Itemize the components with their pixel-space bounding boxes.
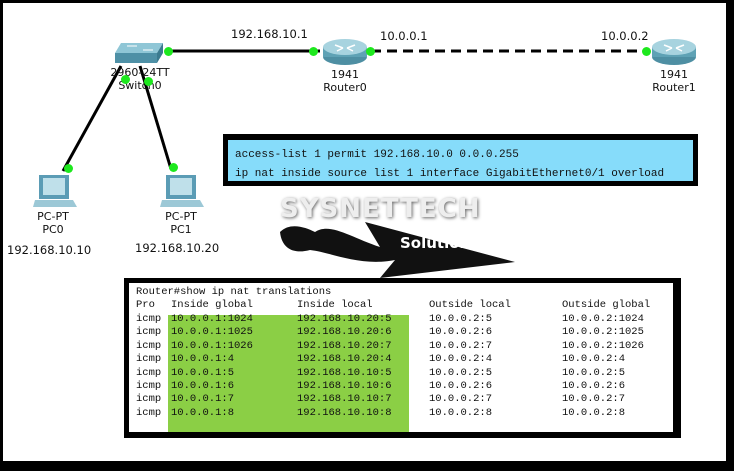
cell-inside-local: 192.168.10.10:5: [297, 366, 392, 379]
link-status-dot: [642, 47, 651, 56]
switch0-model: 2960-24TT: [110, 66, 170, 79]
cell-pro: icmp: [136, 393, 162, 406]
cell-outside-global: 10.0.0.2:6: [562, 380, 626, 392]
config-line-nat: ip nat inside source list 1 interface Gi…: [235, 168, 665, 180]
router-icon: [652, 39, 696, 65]
cell-outside-local: 10.0.0.2:7: [429, 393, 493, 406]
pc1-model: PC-PT: [165, 210, 197, 223]
cell-outside-local: 10.0.0.2:4: [429, 353, 493, 366]
sysnettech-logo: SYSNETTECH Solutions: [270, 192, 590, 280]
cell-pro: icmp: [136, 353, 162, 366]
cell-outside-local: 10.0.0.2:6: [429, 326, 493, 339]
cell-outside-global: 10.0.0.2:8: [562, 406, 626, 419]
cell-inside-global: 10.0.0.1:4: [171, 353, 235, 366]
cell-pro: icmp: [136, 326, 162, 339]
cell-inside-local: 192.168.10.20:4: [297, 353, 392, 366]
link-status-dot: [309, 47, 318, 56]
router1[interactable]: [650, 37, 698, 67]
pc1-ip: 192.168.10.20: [135, 241, 220, 255]
cell-inside-global: 10.0.0.1:1025: [171, 326, 253, 339]
link-status-dot: [164, 47, 173, 56]
router1-model: 1941: [660, 68, 688, 81]
col-header-outside-global: Outside global: [562, 299, 651, 311]
router0-name: Router0: [323, 81, 367, 94]
router1-name: Router1: [652, 81, 696, 94]
cell-outside-local: 10.0.0.2:6: [429, 380, 493, 392]
nat-translations-terminal: Router#show ip nat translations Pro Insi…: [124, 278, 681, 438]
pc1-name: PC1: [170, 223, 192, 236]
cell-outside-global: 10.0.0.2:7: [562, 393, 626, 406]
pc0-ip: 192.168.10.10: [7, 243, 92, 257]
cell-pro: icmp: [136, 380, 162, 392]
logo-title: SYSNETTECH: [280, 194, 481, 224]
config-box: access-list 1 permit 192.168.10.0 0.0.0.…: [223, 134, 698, 186]
terminal-command: Router#show ip nat translations: [136, 286, 332, 298]
highlight-region: [168, 315, 409, 432]
cell-inside-local: 192.168.10.20:7: [297, 339, 392, 352]
cell-outside-local: 10.0.0.2:7: [429, 339, 493, 352]
link-status-dot: [169, 163, 178, 172]
cell-outside-local: 10.0.0.2:5: [429, 366, 493, 379]
cell-outside-global: 10.0.0.2:1026: [562, 339, 644, 352]
cell-inside-local: 192.168.10.10:6: [297, 380, 392, 392]
cell-pro: icmp: [136, 366, 162, 379]
switch-icon: [115, 43, 163, 63]
cell-inside-global: 10.0.0.1:8: [171, 406, 235, 419]
link-status-dot: [121, 75, 130, 84]
link-status-dot: [366, 47, 375, 56]
pc-icon: [160, 175, 204, 207]
pc0-name: PC0: [42, 223, 64, 236]
cell-inside-local: 192.168.10.10:8: [297, 406, 392, 419]
cell-outside-local: 10.0.0.2:8: [429, 406, 493, 419]
pc1[interactable]: [160, 173, 206, 209]
link-label-router1-wan: 10.0.0.2: [601, 29, 649, 43]
logo-subtitle: Solutions: [400, 234, 480, 252]
col-header-pro: Pro: [136, 299, 155, 311]
router0-model: 1941: [331, 68, 359, 81]
cell-outside-local: 10.0.0.2:5: [429, 313, 493, 325]
link-status-dot: [144, 77, 153, 86]
pc0[interactable]: [33, 173, 79, 209]
link-label-switch-router0: 192.168.10.1: [231, 27, 308, 41]
switch0[interactable]: [113, 41, 165, 65]
cell-pro: icmp: [136, 313, 162, 325]
pc-icon: [33, 175, 77, 207]
col-header-outside-local: Outside local: [429, 299, 511, 311]
router-icon: [323, 39, 367, 65]
cell-outside-global: 10.0.0.2:4: [562, 353, 626, 366]
switch0-name: Switch0: [118, 79, 162, 92]
cell-inside-global: 10.0.0.1:6: [171, 380, 235, 392]
cell-inside-global: 10.0.0.1:7: [171, 393, 235, 406]
link-status-dot: [64, 164, 73, 173]
link-label-router0-wan: 10.0.0.1: [380, 29, 428, 43]
col-header-inside-global: Inside global: [171, 299, 253, 311]
pc0-model: PC-PT: [37, 210, 69, 223]
arrow-logo-icon: [280, 222, 515, 278]
cell-outside-global: 10.0.0.2:1025: [562, 326, 644, 339]
router0[interactable]: [321, 37, 369, 67]
cell-pro: icmp: [136, 406, 162, 419]
cell-inside-global: 10.0.0.1:1024: [171, 313, 253, 325]
cell-outside-global: 10.0.0.2:5: [562, 366, 626, 379]
cell-inside-global: 10.0.0.1:1026: [171, 339, 253, 352]
cell-outside-global: 10.0.0.2:1024: [562, 313, 644, 325]
col-header-inside-local: Inside local: [297, 299, 373, 311]
cell-inside-global: 10.0.0.1:5: [171, 366, 235, 379]
cell-inside-local: 192.168.10.20:6: [297, 326, 392, 339]
cell-inside-local: 192.168.10.20:5: [297, 313, 392, 325]
config-line-acl: access-list 1 permit 192.168.10.0 0.0.0.…: [235, 149, 519, 161]
cell-pro: icmp: [136, 339, 162, 352]
cell-inside-local: 192.168.10.10:7: [297, 393, 392, 406]
